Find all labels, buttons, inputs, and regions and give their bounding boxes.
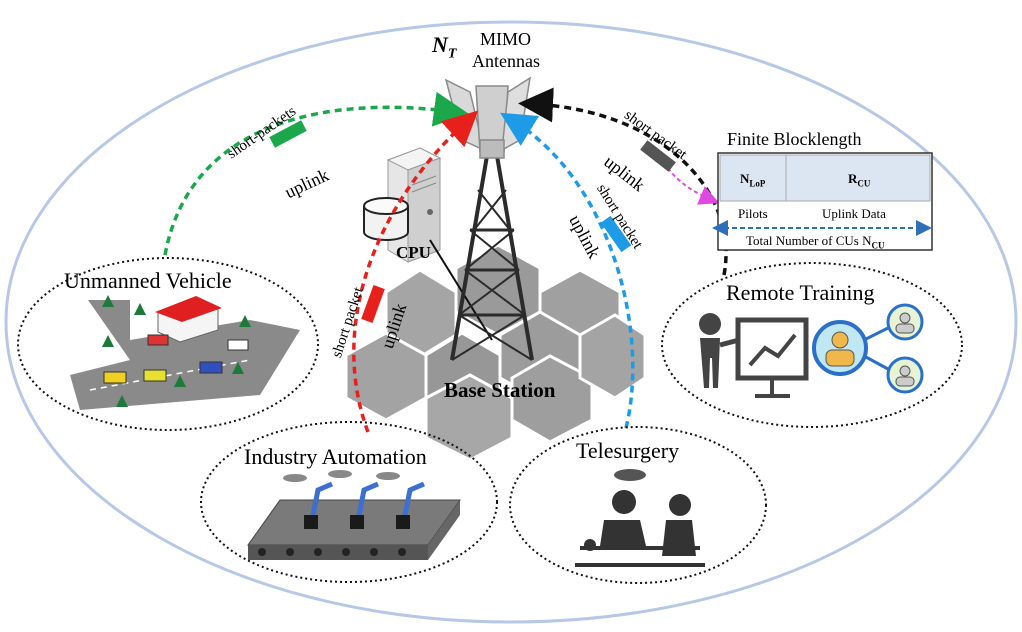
base-station-label: Base Station — [444, 378, 556, 402]
red-packet-bar — [361, 285, 385, 323]
cpu-label: CPU — [396, 243, 431, 262]
blue-packet-bar — [600, 215, 632, 253]
road-scene-icon — [70, 295, 300, 410]
unmanned-vehicle-zone — [17, 257, 319, 431]
blue-uplink-arc — [500, 112, 635, 429]
cpu-link-line — [429, 239, 493, 341]
uplink-data-label: Uplink Data — [822, 206, 886, 221]
mimo-label: MIMO — [480, 29, 532, 49]
remote-training-zone — [661, 262, 963, 428]
database-icon — [363, 197, 409, 241]
green-uplink-arc — [163, 91, 469, 256]
nlop-cell: NLoP — [740, 171, 766, 189]
unmanned-vehicle-label: Unmanned Vehicle — [64, 268, 232, 293]
black-uplink-arc — [518, 87, 728, 276]
telesurgery-zone — [509, 426, 767, 584]
remote-training-label: Remote Training — [726, 280, 875, 305]
antenna-count-label: NT — [432, 32, 457, 62]
telesurgery-label: Telesurgery — [576, 438, 680, 463]
blocklength-title: Finite Blocklength — [727, 129, 862, 149]
industry-automation-icon — [247, 470, 461, 560]
telesurgery-icon — [575, 469, 705, 567]
green-packet-bar — [269, 120, 307, 148]
mimo-antenna-icon — [444, 76, 532, 159]
industry-automation-label: Industry Automation — [244, 444, 427, 469]
blocklength-table — [712, 152, 933, 251]
pink-pointer-arc — [667, 167, 720, 205]
remote-training-icon — [699, 303, 924, 398]
pilots-label: Pilots — [738, 206, 768, 221]
total-cus-label: Total Number of CUs NCU — [746, 233, 885, 251]
black-packet-bar — [640, 140, 676, 172]
base-station-tower-icon — [450, 149, 534, 361]
antennas-label: Antennas — [472, 51, 540, 71]
cell-hexagons — [344, 243, 647, 462]
coverage-area — [4, 20, 1018, 624]
rcu-cell: RCU — [848, 171, 871, 189]
industry-automation-zone — [200, 421, 498, 583]
